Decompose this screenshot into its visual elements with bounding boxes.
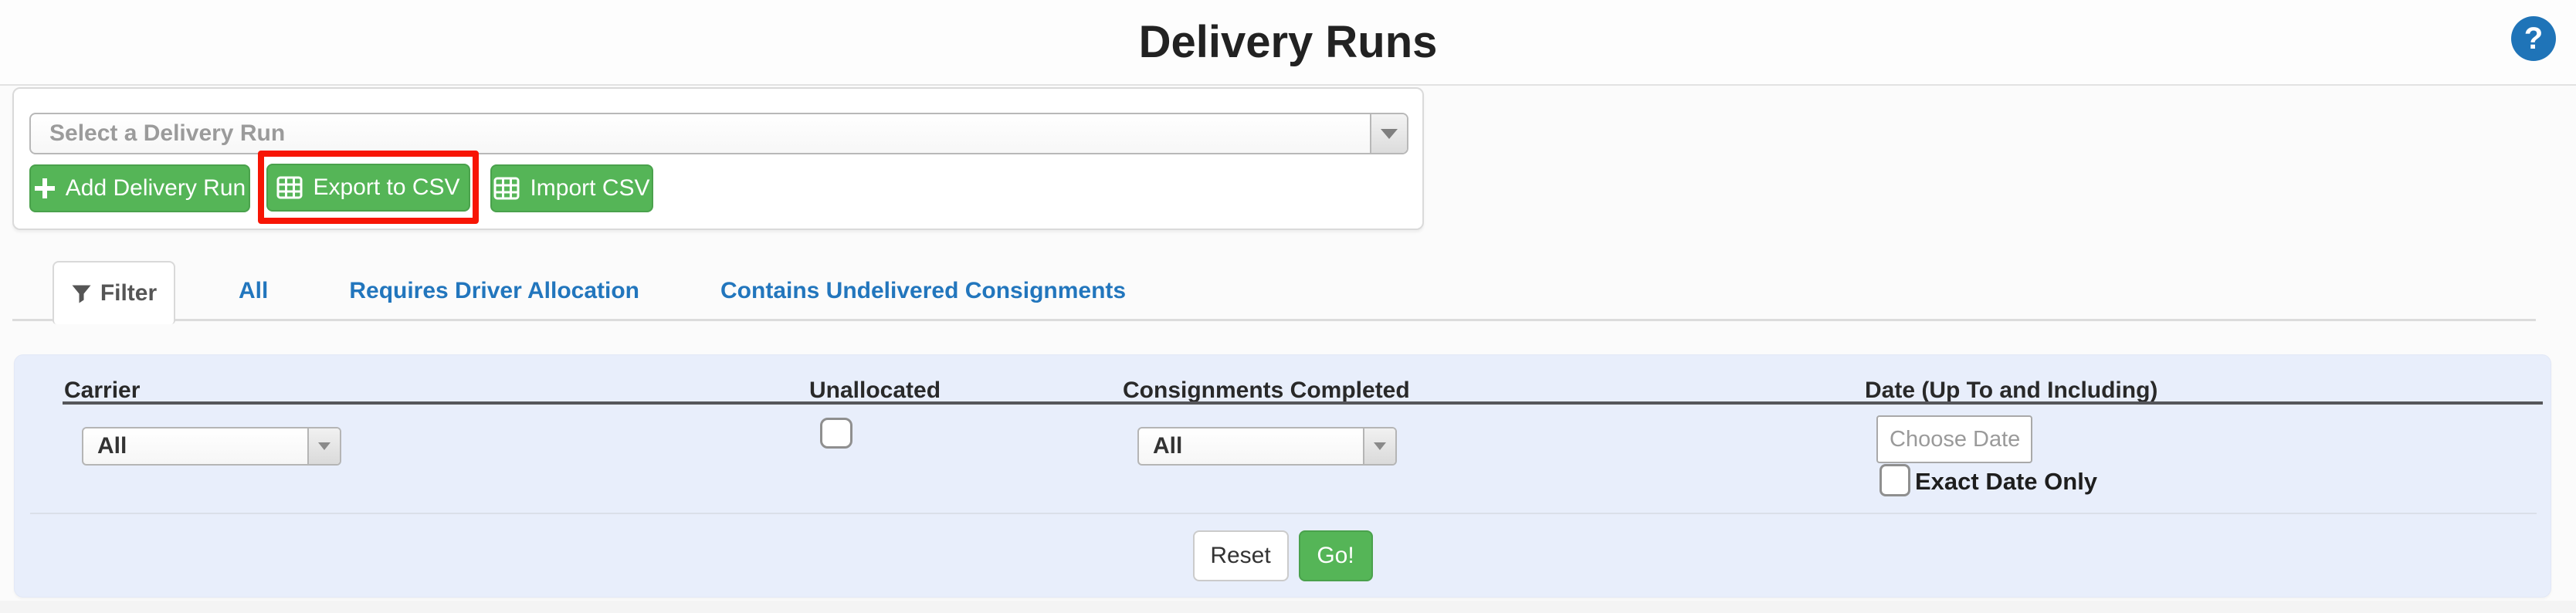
tab-filter-label: Filter: [100, 280, 158, 306]
delivery-run-select[interactable]: Select a Delivery Run: [29, 113, 1408, 154]
chevron-down-icon: [1374, 442, 1386, 450]
filter-funnel-icon: [71, 283, 92, 304]
filter-panel-divider: [30, 513, 2537, 514]
delivery-run-select-arrow[interactable]: [1370, 114, 1407, 153]
unallocated-column-label: Unallocated: [809, 378, 941, 403]
go-button[interactable]: Go!: [1298, 530, 1373, 581]
plus-icon: [34, 178, 56, 199]
delivery-run-select-placeholder: Select a Delivery Run: [49, 120, 286, 146]
help-icon[interactable]: ?: [2511, 16, 2556, 61]
filter-header-rule: [63, 401, 2543, 405]
table-icon: [276, 176, 303, 199]
add-delivery-run-label: Add Delivery Run: [65, 175, 246, 201]
tabs-bottom-border: [12, 319, 2536, 321]
tab-all[interactable]: All: [239, 277, 269, 303]
filter-panel: Carrier Unallocated Consignments Complet…: [14, 354, 2551, 598]
carrier-select-value: All: [97, 433, 127, 459]
tab-requires-driver-allocation[interactable]: Requires Driver Allocation: [349, 277, 640, 303]
help-icon-glyph: ?: [2523, 21, 2544, 56]
page-header: Delivery Runs ?: [0, 0, 2576, 86]
bottom-strip: [0, 601, 2576, 613]
import-csv-button[interactable]: Import CSV: [490, 164, 653, 212]
exact-date-only-checkbox[interactable]: [1879, 464, 1910, 496]
export-csv-highlight-box: Export to CSV: [258, 151, 479, 224]
filter-actions: Reset Go!: [15, 530, 2551, 581]
export-csv-button[interactable]: Export to CSV: [266, 163, 470, 212]
chevron-down-icon: [318, 442, 330, 450]
tab-filter[interactable]: Filter: [53, 261, 175, 324]
reset-button[interactable]: Reset: [1192, 530, 1289, 581]
consignments-completed-select-value: All: [1153, 433, 1183, 459]
import-csv-label: Import CSV: [530, 175, 650, 201]
date-column-label: Date (Up To and Including): [1865, 378, 2158, 403]
page-title: Delivery Runs: [1138, 17, 1438, 67]
exact-date-only-label: Exact Date Only: [1915, 468, 2098, 495]
delivery-run-toolbar-panel: Select a Delivery Run Add Delivery Run E…: [12, 87, 1424, 230]
go-button-label: Go!: [1317, 543, 1354, 568]
consignments-completed-select-arrow[interactable]: [1363, 428, 1395, 464]
export-csv-label: Export to CSV: [313, 174, 460, 200]
table-icon: [493, 177, 520, 200]
choose-date-input[interactable]: [1876, 415, 2032, 463]
consignments-completed-select[interactable]: All: [1137, 427, 1397, 466]
tab-links: All Requires Driver Allocation Contains …: [239, 261, 1126, 320]
consignments-completed-column-label: Consignments Completed: [1123, 378, 1410, 403]
carrier-select-arrow[interactable]: [307, 428, 340, 464]
carrier-select[interactable]: All: [82, 427, 341, 466]
unallocated-checkbox[interactable]: [820, 418, 852, 449]
chevron-down-icon: [1381, 128, 1398, 139]
add-delivery-run-button[interactable]: Add Delivery Run: [29, 164, 250, 212]
reset-button-label: Reset: [1210, 543, 1271, 568]
tab-contains-undelivered-consignments[interactable]: Contains Undelivered Consignments: [720, 277, 1127, 303]
carrier-column-label: Carrier: [64, 378, 141, 403]
